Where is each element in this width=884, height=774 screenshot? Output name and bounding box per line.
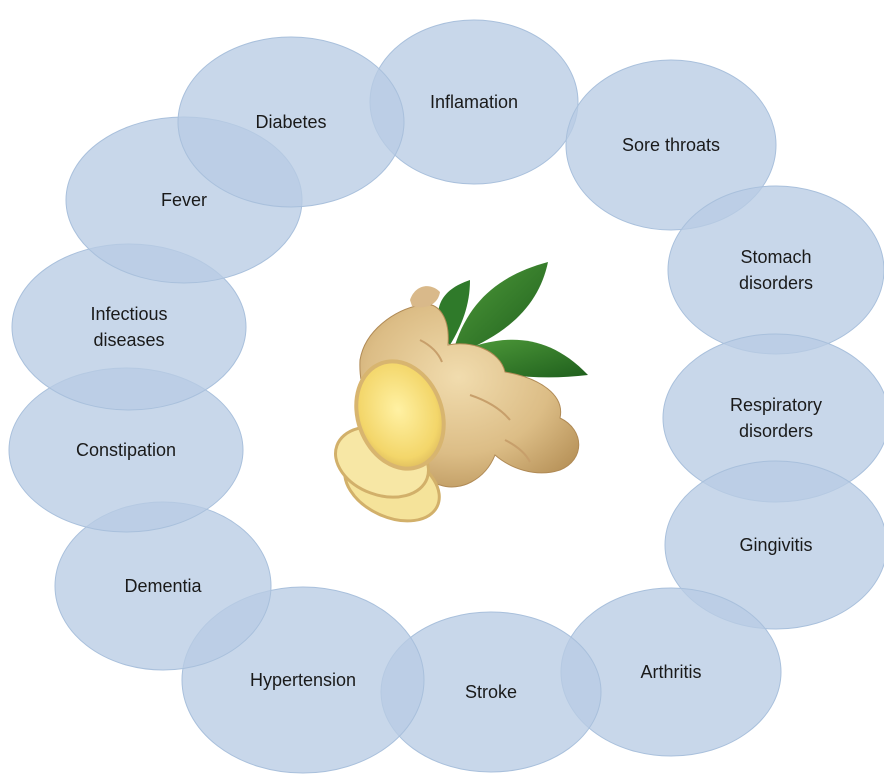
condition-label-line: Sore throats: [622, 135, 720, 155]
condition-label-line: Arthritis: [640, 662, 701, 682]
condition-label: Gingivitis: [739, 535, 812, 555]
ginger-leaf: [455, 262, 548, 352]
condition-label-line: disorders: [739, 421, 813, 441]
condition-label: Dementia: [124, 576, 202, 596]
condition-label-line: Gingivitis: [739, 535, 812, 555]
condition-label: Constipation: [76, 440, 176, 460]
ginger-root-image: [326, 262, 588, 535]
condition-label-line: Inflamation: [430, 92, 518, 112]
condition-label: Inflamation: [430, 92, 518, 112]
condition-label-line: Respiratory: [730, 395, 822, 415]
condition-label: Stroke: [465, 682, 517, 702]
condition-bubble: [668, 186, 884, 354]
condition-label-line: Constipation: [76, 440, 176, 460]
condition-label-line: disorders: [739, 273, 813, 293]
condition-label-line: Infectious: [90, 304, 167, 324]
ginger-knob: [410, 286, 440, 307]
condition-label: Diabetes: [255, 112, 326, 132]
condition-label: Sore throats: [622, 135, 720, 155]
condition-label-line: Stroke: [465, 682, 517, 702]
condition-label: Hypertension: [250, 670, 356, 690]
condition-label-line: Stomach: [740, 247, 811, 267]
condition-label-line: Fever: [161, 190, 207, 210]
condition-label-line: diseases: [93, 330, 164, 350]
condition-label-line: Diabetes: [255, 112, 326, 132]
condition-label: Fever: [161, 190, 207, 210]
condition-label: Arthritis: [640, 662, 701, 682]
condition-label-line: Hypertension: [250, 670, 356, 690]
condition-label-line: Dementia: [124, 576, 202, 596]
